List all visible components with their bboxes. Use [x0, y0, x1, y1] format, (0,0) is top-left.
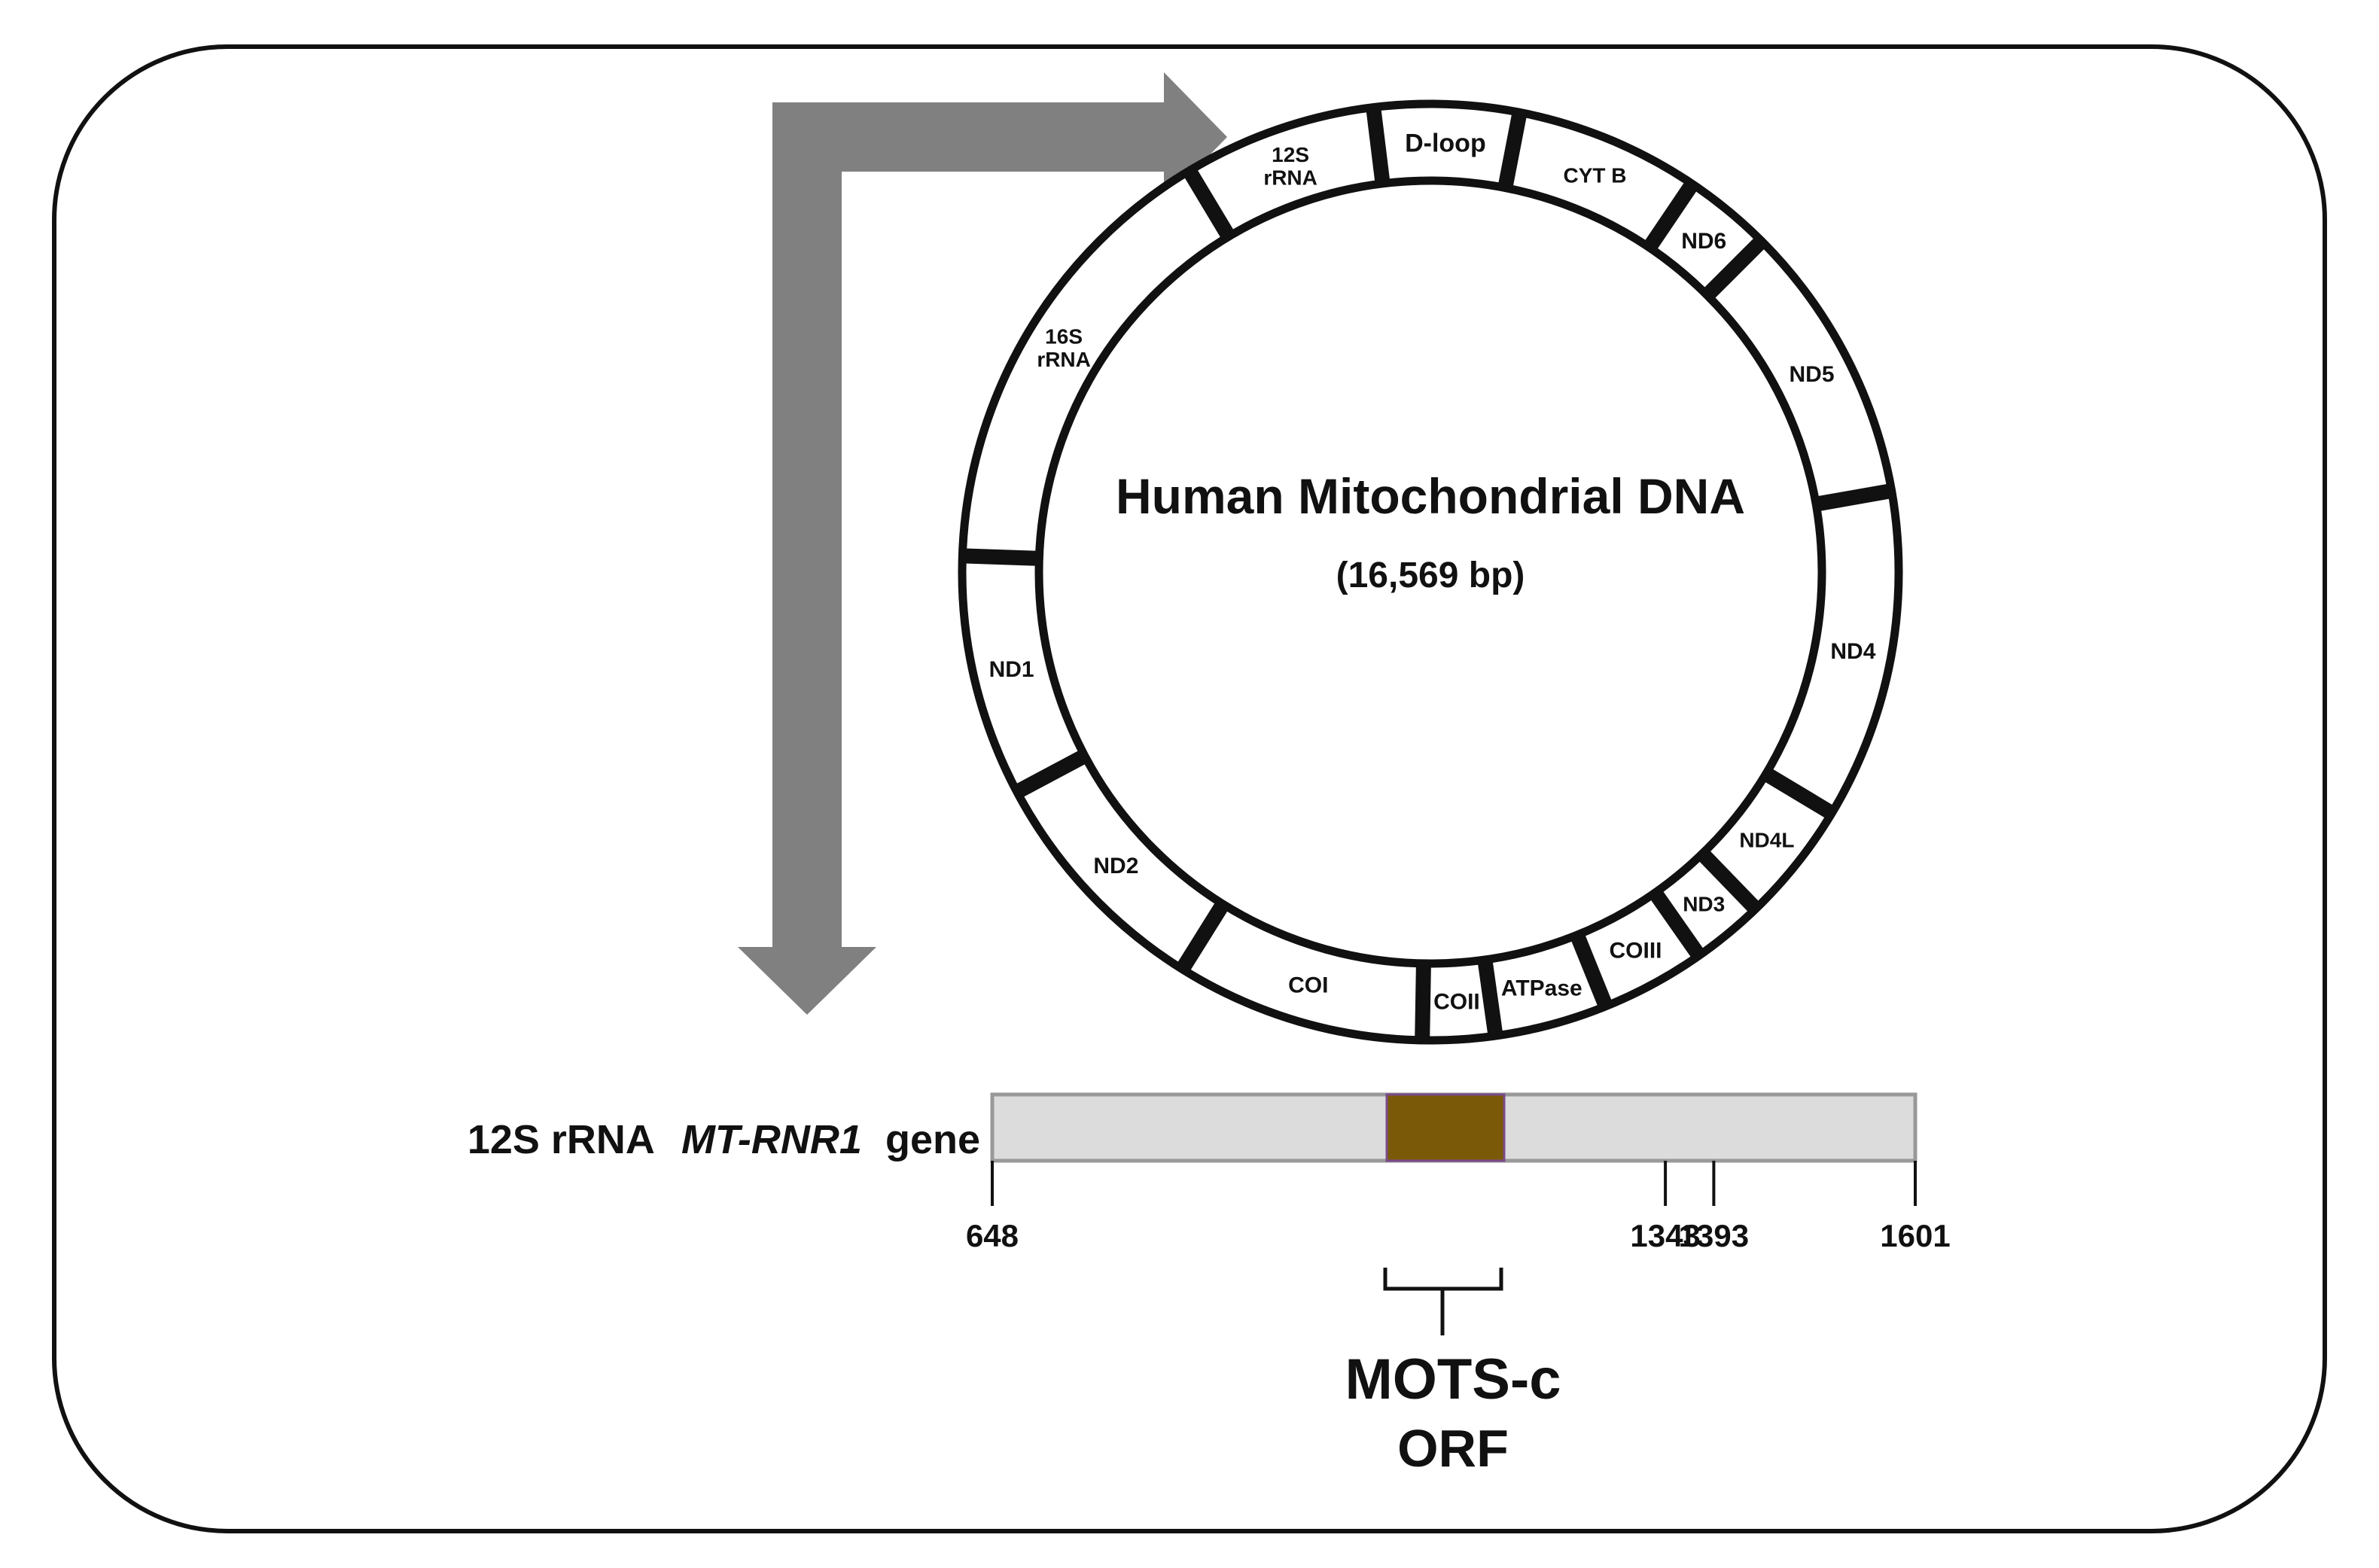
segment-label-atpase: ATPase: [1501, 976, 1582, 1000]
segment-label-cyt-b: CYT B: [1564, 164, 1627, 187]
ring-divider: [1646, 885, 1707, 963]
ring-divider: [1497, 108, 1528, 193]
ring-divider: [1010, 747, 1092, 800]
orf-end-label: 1393: [1679, 1218, 1749, 1253]
segment-label-coi: COI: [1288, 973, 1328, 997]
arrow-horizontal-shaft: [772, 102, 1164, 172]
segment-label-nd4l: ND4L: [1739, 829, 1794, 852]
segment-label-nd5: ND5: [1789, 362, 1834, 387]
segment-label-coii: COII: [1433, 990, 1480, 1015]
ring-divider: [959, 548, 1043, 566]
ring-divider: [1569, 929, 1614, 1012]
diagram-title: Human Mitochondrial DNA: [1116, 468, 1745, 524]
ring-dividers: [959, 103, 1896, 1044]
gene-map: 12S rRNA MT-RNR1 gene 648 1601 1343 1393…: [468, 1092, 1951, 1478]
orf-suffix: ORF: [1397, 1419, 1509, 1478]
gene-label: 12S rRNA MT-RNR1 gene: [468, 1117, 980, 1162]
arrow-vertical-shaft: [772, 102, 842, 948]
ring-divider: [1641, 177, 1701, 254]
ring-divider: [1181, 164, 1237, 243]
ring-divider: [1174, 897, 1232, 976]
ring-divider: [1699, 233, 1769, 303]
orf-bracket: [1383, 1268, 1503, 1335]
gene-label-prefix: 12S rRNA: [468, 1117, 654, 1162]
orf-start-label: 1343: [1630, 1218, 1700, 1253]
segment-label-nd1: ND1: [989, 657, 1034, 682]
segment-label-nd2: ND2: [1093, 854, 1138, 878]
ring-divider: [1476, 955, 1504, 1040]
segment-label-d-loop: D-loop: [1405, 129, 1486, 158]
ring-divider: [1759, 766, 1838, 821]
arrow-down-head: [738, 947, 876, 1015]
segment-label-nd3: ND3: [1683, 893, 1725, 916]
gene-label-name: MT-RNR1: [681, 1117, 862, 1162]
ring-divider: [1415, 960, 1431, 1044]
ring-divider: [1365, 103, 1391, 188]
diagram-subtitle: (16,569 bp): [1336, 556, 1525, 595]
gene-end-label: 1601: [1880, 1218, 1950, 1253]
ring-divider: [1695, 846, 1764, 917]
orf-name: MOTS-c: [1345, 1347, 1561, 1411]
segment-label-nd4: ND4: [1830, 639, 1875, 664]
segment-label-nd6: ND6: [1681, 229, 1726, 254]
gene-label-suffix: gene: [885, 1117, 980, 1162]
ring-divider: [1811, 483, 1896, 513]
mots-c-orf-region: [1385, 1093, 1506, 1162]
arrow-right-head: [1164, 72, 1227, 202]
gene-start-label: 648: [966, 1218, 1019, 1253]
bent-arrow: [738, 72, 1227, 1015]
segment-label-coiii: COIII: [1609, 939, 1662, 964]
